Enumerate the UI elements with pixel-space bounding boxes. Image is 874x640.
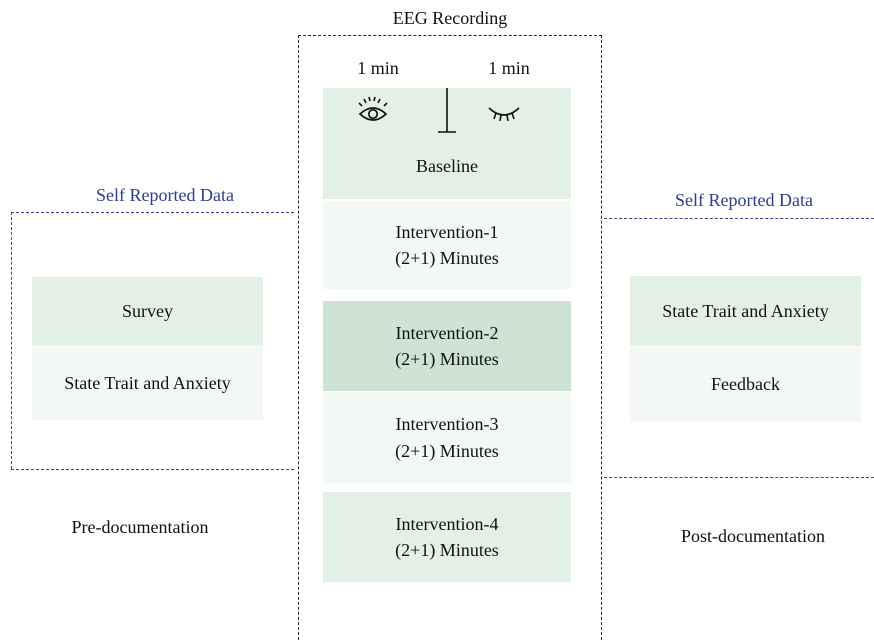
time-label-left: 1 min	[357, 57, 399, 78]
eeg-title: EEG Recording	[392, 7, 508, 28]
intervention-1-block: Intervention-1 (2+1) Minutes	[323, 201, 571, 289]
intervention-1-duration: (2+1) Minutes	[395, 248, 499, 268]
divider-icon	[438, 88, 456, 133]
left-state-trait-item: State Trait and Anxiety	[32, 347, 263, 420]
pre-documentation-label: Pre-documentation	[71, 516, 209, 537]
left-panel-top-dash	[11, 212, 294, 213]
right-feedback-item: Feedback	[630, 347, 861, 422]
right-panel-bottom-dash	[604, 477, 874, 478]
left-self-reported-title: Self Reported Data	[96, 184, 234, 205]
left-survey-item: Survey	[32, 277, 263, 346]
open-eye-icon	[358, 96, 388, 121]
time-label-right: 1 min	[488, 57, 530, 78]
left-panel-bottom-dash	[11, 469, 294, 470]
intervention-2-title: Intervention-2	[395, 322, 499, 343]
intervention-3-title: Intervention-3	[395, 414, 499, 435]
intervention-2-duration: (2+1) Minutes	[395, 349, 499, 369]
right-state-trait-item: State Trait and Anxiety	[630, 276, 861, 346]
intervention-4-block: Intervention-4 (2+1) Minutes	[323, 492, 571, 582]
intervention-3-block: Intervention-3 (2+1) Minutes	[323, 392, 571, 483]
right-self-reported-title: Self Reported Data	[675, 189, 813, 210]
intervention-1-title: Intervention-1	[395, 221, 499, 242]
left-panel-left-dash	[11, 212, 12, 469]
intervention-2-block: Intervention-2 (2+1) Minutes	[323, 301, 571, 391]
intervention-4-title: Intervention-4	[395, 513, 499, 534]
baseline-label: Baseline	[416, 155, 478, 176]
eeg-recording-frame	[298, 35, 602, 640]
intervention-4-duration: (2+1) Minutes	[395, 540, 499, 560]
closed-eye-icon	[488, 107, 520, 122]
intervention-3-duration: (2+1) Minutes	[395, 440, 499, 461]
baseline-block: Baseline	[323, 88, 571, 199]
post-documentation-label: Post-documentation	[681, 525, 825, 546]
right-panel-top-dash	[604, 218, 874, 219]
